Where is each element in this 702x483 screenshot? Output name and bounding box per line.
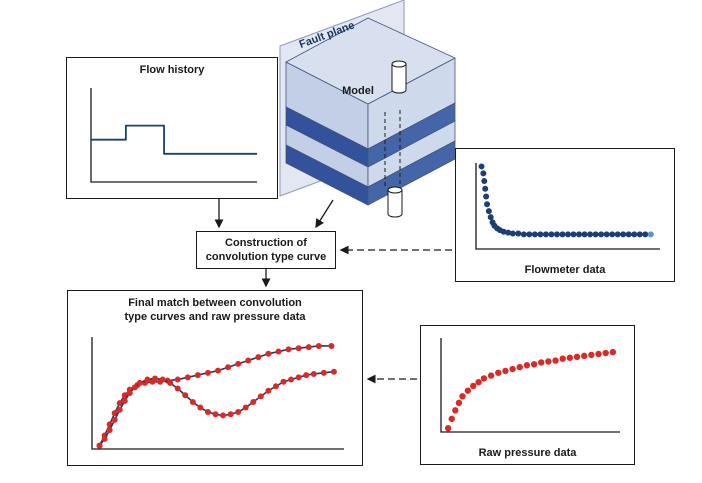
raw-pressure-label: Raw pressure data [478, 447, 577, 459]
raw-pressure-box: Raw pressure data [420, 325, 635, 465]
block-top-face [285, 17, 456, 105]
flowmeter-box: Flowmeter data [455, 148, 675, 282]
model-illustration: Fault plane Model [279, 0, 456, 218]
final-match-title-line2: type curves and raw pressure data [124, 311, 306, 323]
construction-box: Construction of convolution type curve [196, 231, 336, 269]
final-match-chart [91, 337, 344, 450]
final-match-box: Final match between convolution type cur… [67, 290, 363, 466]
construction-label-line1: Construction of [225, 237, 307, 249]
model-label: Model [342, 85, 374, 97]
final-match-title-line1: Final match between convolution [128, 297, 302, 309]
bottom-cylinder-icon [387, 186, 403, 218]
flow-history-box: Flow history [66, 57, 278, 199]
well-dashed-lines-icon [384, 110, 401, 187]
raw-pressure-chart [440, 338, 620, 433]
final-match-title: Final match between convolution type cur… [68, 296, 362, 324]
flow-history-chart [90, 88, 257, 183]
flow-history-title: Flow history [139, 64, 205, 76]
flowmeter-label: Flowmeter data [524, 264, 606, 276]
wellbore-cylinder-icon [391, 60, 407, 94]
construction-label-line2: convolution type curve [205, 251, 327, 263]
flowmeter-chart [475, 163, 660, 250]
